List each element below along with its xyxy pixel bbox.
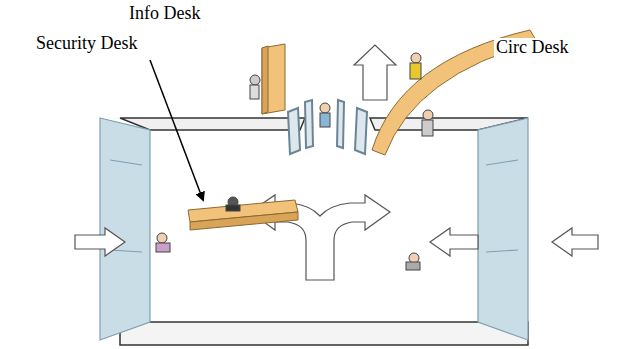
desk-label: Circ Desk [494,38,570,58]
desk-label: Info Desk [127,4,202,24]
desk [188,30,537,230]
flow-arrow [75,45,598,280]
person [156,53,433,270]
leader-line [150,60,203,200]
entry-doors [288,100,367,154]
glass-wall [100,118,528,340]
desk-label: Security Desk [34,34,139,54]
room-outline [120,118,528,345]
